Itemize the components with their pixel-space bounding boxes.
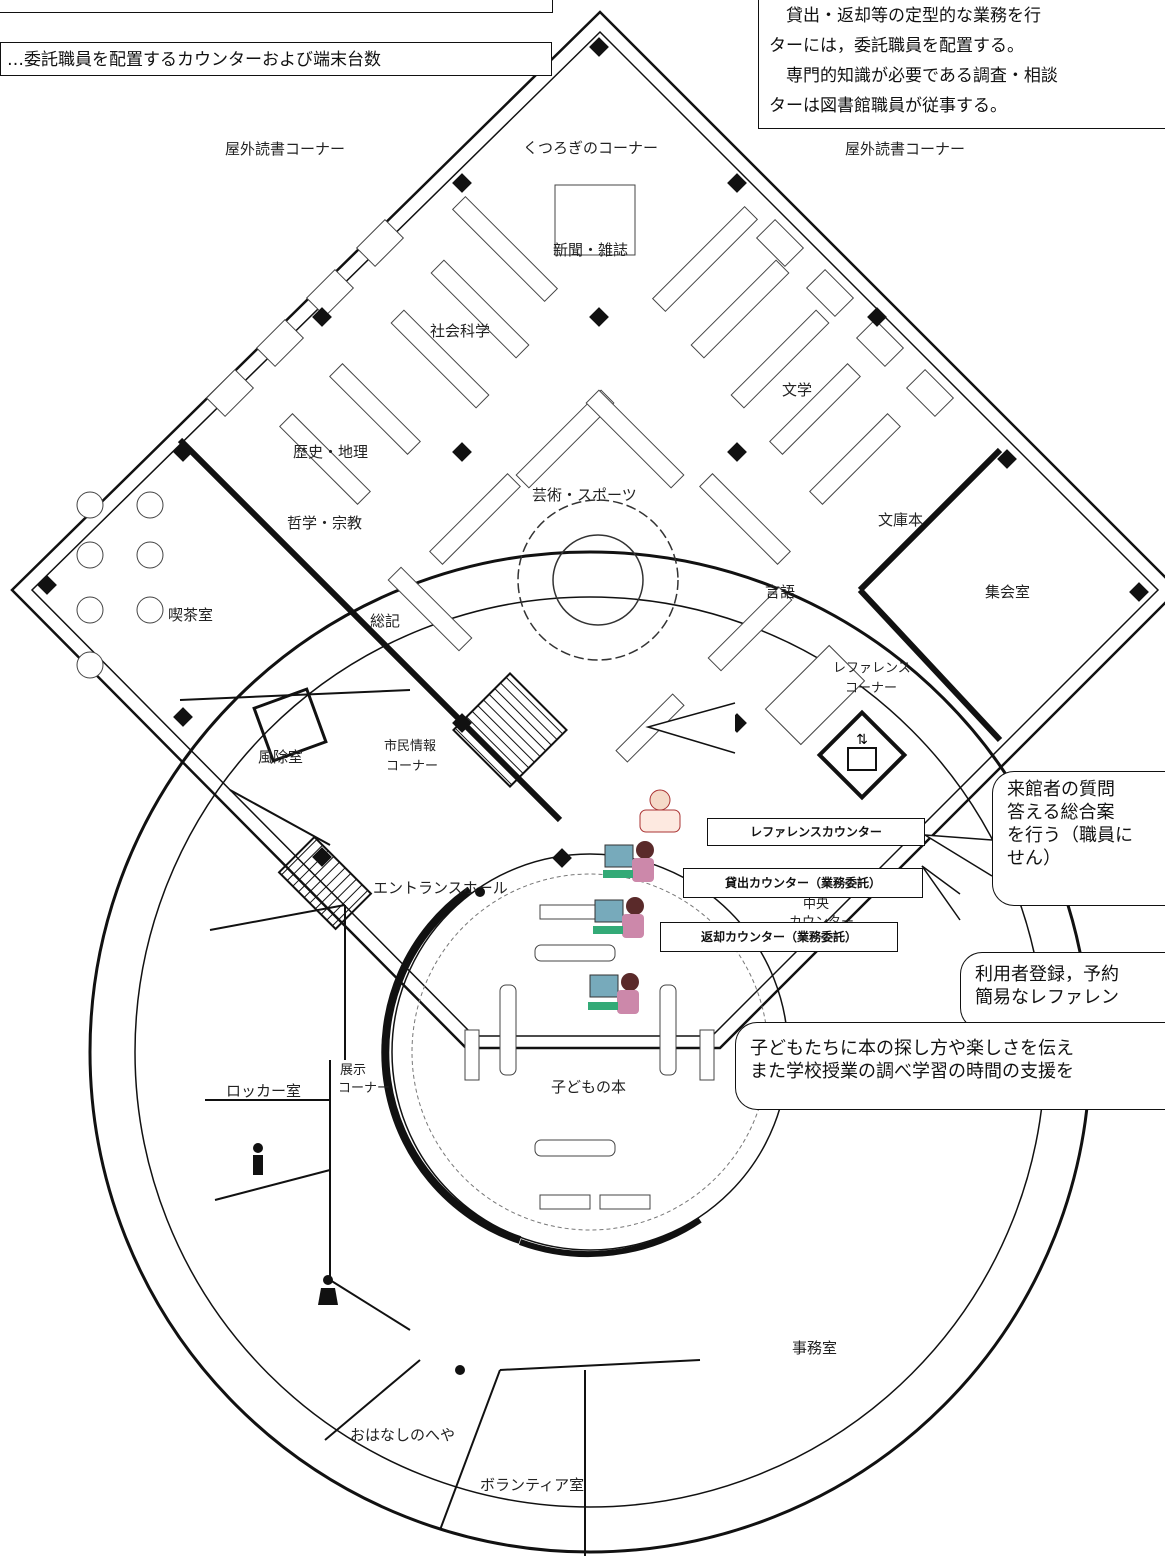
label-language: 言語 [765, 583, 795, 601]
label-windbreak: 風除室 [258, 748, 303, 766]
reference-counter-label: レファレンスカウンター [750, 825, 882, 839]
meeting-wall-2 [857, 587, 1003, 743]
label-reference-corner-1: レファレンス [833, 661, 911, 676]
legend-box: …委託職員を配置するカウンターおよび端末台数 [0, 42, 552, 76]
callout-line: 子どもたちに本の探し方や楽しさを伝え [750, 1038, 1074, 1059]
label-exhibit-2: コーナー [338, 1081, 390, 1096]
label-outdoor-left: 屋外読書コーナー [225, 140, 345, 158]
return-counter-tag: 返却カウンター（業務委託） [660, 922, 898, 952]
top-frame [0, 0, 553, 13]
label-meeting: 集会室 [985, 583, 1030, 601]
main-building-inner-wall [30, 30, 1160, 1037]
lending-counter-label: 貸出カウンター（業務委託） [724, 876, 881, 890]
note-line: 貸出・返却等の定型的な業務を行 [769, 6, 1041, 26]
label-philosophy: 哲学・宗教 [287, 514, 362, 532]
svg-text:⇅: ⇅ [856, 732, 868, 748]
round-building-partitions [205, 789, 701, 1556]
staff-icons [588, 789, 681, 1014]
callout-line: 答える総合案 [1007, 802, 1115, 823]
staircase [452, 672, 568, 788]
lending-counter-tag: 貸出カウンター（業務委託） [683, 868, 923, 898]
label-volunteer: ボランティア室 [480, 1476, 584, 1494]
label-locker: ロッカー室 [226, 1082, 301, 1100]
callout-line: また学校授業の調べ学習の時間の支援を [750, 1061, 1074, 1082]
elevator-icon: ⇅ [816, 709, 908, 801]
cafe-tables [76, 491, 164, 679]
wheelchair-icon [252, 687, 328, 763]
central-callout: 利用者登録，予約 簡易なレファレン [960, 952, 1165, 1030]
label-bunko: 文庫本 [878, 511, 923, 529]
center-ring-inner [552, 534, 644, 626]
callout-line: せん） [1007, 848, 1061, 869]
label-story-room: おはなしのへや [350, 1426, 455, 1444]
label-news: 新聞・雑誌 [553, 241, 628, 259]
reference-callout: 来館者の質問 答える総合案 を行う（職員に せん） [992, 771, 1165, 906]
note-line: 専門的知識が必要である調査・相談 [769, 66, 1058, 86]
lower-staircase [277, 835, 373, 931]
kids-callout: 子どもたちに本の探し方や楽しさを伝え また学校授業の調べ学習の時間の支援を [735, 1022, 1165, 1110]
toilet-icons [253, 1143, 338, 1305]
meeting-wall [857, 447, 1003, 593]
label-exhibit-1: 展示 [340, 1063, 366, 1078]
callout-line: を行う（職員に [1007, 825, 1133, 846]
callout-line: 利用者登録，予約 [975, 964, 1119, 985]
reference-staff-icon [639, 789, 681, 833]
return-counter-label: 返却カウンター（業務委託） [700, 930, 857, 944]
policy-note: 貸出・返却等の定型的な業務を行 ターには，委託職員を配置する。 専門的知識が必要… [758, 0, 1165, 129]
label-entrance: エントランスホール [373, 879, 508, 897]
label-citizen-info-2: コーナー [386, 759, 438, 774]
label-citizen-info-1: 市民情報 [384, 738, 436, 754]
label-literature: 文学 [782, 381, 812, 399]
tables [205, 184, 955, 746]
note-line: ターには，委託職員を配置する。 [769, 36, 1024, 56]
label-arts: 芸術・スポーツ [532, 486, 637, 504]
return-staff-icon [593, 897, 644, 938]
callout-pointers [645, 702, 993, 921]
label-relax: くつろぎのコーナー [523, 139, 658, 157]
label-reference-corner-2: コーナー [845, 681, 897, 696]
label-kids-books: 子どもの本 [551, 1078, 626, 1096]
area-labels: 屋外読書コーナー 屋外読書コーナー くつろぎのコーナー 新聞・雑誌 社会科学 文… [168, 139, 1030, 1494]
windbreak-wall [179, 689, 411, 701]
kids-area-bottom-wall [518, 1217, 702, 1258]
legend-text: …委託職員を配置するカウンターおよび端末台数 [7, 50, 381, 70]
label-office: 事務室 [792, 1339, 837, 1357]
label-social: 社会科学 [430, 322, 490, 340]
bookshelves [279, 195, 901, 763]
callout-line: 来館者の質問 [1007, 779, 1115, 800]
kids-staff-icon [588, 973, 639, 1014]
reference-counter-tag: レファレンスカウンター [707, 818, 925, 846]
kids-area-thick-wall [381, 886, 522, 1244]
label-general: 総記 [370, 612, 400, 630]
callout-line: 簡易なレファレン [975, 987, 1119, 1008]
note-line: ターは図書館職員が従事する。 [769, 96, 1007, 116]
main-building-outline [10, 10, 1165, 1050]
label-cafe: 喫茶室 [168, 606, 213, 624]
kids-shelves [464, 904, 715, 1210]
label-history: 歴史・地理 [293, 443, 368, 461]
lending-staff-icon [603, 841, 654, 882]
center-ring [517, 499, 679, 661]
label-outdoor-right: 屋外読書コーナー [845, 140, 965, 158]
label-central-counter-1: 中央 [803, 897, 829, 912]
